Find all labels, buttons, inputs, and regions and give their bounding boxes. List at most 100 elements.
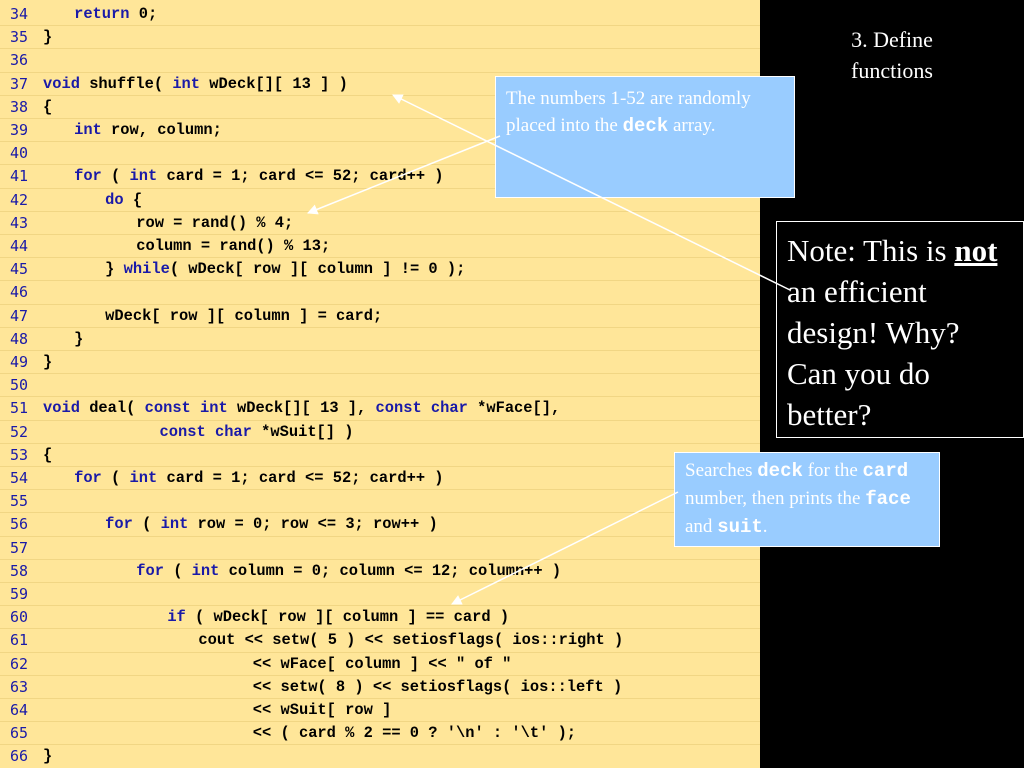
code-text: for ( int row = 0; row <= 3; row++ ) [105,513,438,536]
line-number: 36 [10,51,29,70]
code-token: ( [101,167,130,186]
callout-code-suit: suit [717,516,763,538]
code-keyword: for [74,167,102,186]
line-number: 34 [10,5,29,23]
code-line: 62 << wFace[ column ] << " of " [0,653,760,676]
code-line: 57 [0,537,760,560]
line-number: 63 [10,677,29,696]
code-token: ( [163,561,192,580]
code-token: card = 1; card <= 52; card++ ) [157,469,444,487]
code-token: { [43,445,53,464]
code-keyword: for [74,469,102,487]
code-text: } [43,745,52,768]
code-text: if ( wDeck[ row ][ column ] == card ) [167,606,509,629]
code-text: do { [105,189,142,212]
code-line: 48} [0,328,760,351]
code-text: << wSuit[ row ] [253,699,392,722]
code-token: ( wDeck[ row ][ column ] == card ) [185,608,510,627]
code-line: 46 [0,281,760,305]
code-text: << setw( 8 ) << setiosflags( ios::left ) [253,676,622,699]
section-title: 3. Define functions [790,24,994,86]
code-line: 34 return 0; [0,3,760,27]
code-token: wDeck[ row ][ column ] = card; [105,306,383,325]
code-line: 35} [0,26,760,50]
callout-code-deck: deck [757,460,803,482]
code-token: } [74,329,84,348]
code-token: deal( [79,399,145,418]
callout-code-deck: deck [622,115,669,137]
code-text: for ( int card = 1; card <= 52; card++ ) [74,467,443,490]
code-token: column = 0; column <= 12; column++ ) [219,561,562,580]
line-number: 66 [10,747,29,766]
line-number: 64 [10,701,29,719]
callout-text: and [685,516,718,537]
section-title-line: functions [851,58,933,83]
line-number: 61 [10,631,29,650]
code-keyword: for [136,561,164,580]
code-token: row = rand() % 4; [136,213,294,232]
line-number: 54 [10,469,29,487]
code-token: wDeck[][ 13 ], [227,399,376,418]
code-keyword: do [105,190,124,209]
line-number: 41 [10,167,29,186]
line-number: 60 [10,608,29,627]
code-text: row = rand() % 4; [136,212,293,235]
code-text: for ( int column = 0; column <= 12; colu… [136,560,561,583]
code-line: 45} while( wDeck[ row ][ column ] != 0 )… [0,258,760,282]
line-number: 44 [10,237,29,255]
code-keyword: return [74,5,130,23]
code-token: ( [132,515,161,534]
line-number: 51 [10,399,29,418]
code-token: << ( card % 2 == 0 ? '\n' : '\t' ); [252,724,577,743]
code-line: 50 [0,374,760,398]
callout-text: Searches [685,460,758,481]
code-token: cout << setw( 5 ) << setiosflags( ios::r… [198,631,624,650]
code-keyword: const char [159,422,252,441]
line-number: 38 [10,97,29,116]
callout-text: for the [802,460,863,481]
code-keyword: const char [375,399,468,418]
code-keyword: int [172,74,201,93]
line-number: 37 [10,74,29,93]
code-token: 0; [129,5,158,23]
code-text: wDeck[ row ][ column ] = card; [105,305,382,328]
code-token: *wFace[], [467,399,561,418]
code-text: } [43,351,52,374]
code-text: int row, column; [74,119,222,142]
code-token: } [43,747,53,766]
code-token: shuffle( [79,74,173,93]
code-line: 61 cout << setw( 5 ) << setiosflags( ios:… [0,629,760,653]
code-keyword: for [105,515,133,534]
code-text: column = rand() % 13; [136,235,330,258]
code-line: 53{ [0,444,760,467]
code-text: } [74,328,83,351]
code-keyword: int [129,167,158,186]
code-keyword: if [167,608,186,627]
line-number: 62 [10,654,29,673]
code-keyword: while [123,260,170,279]
code-token: ( wDeck[ row ][ column ] != 0 ); [169,260,466,279]
code-text: } [43,26,52,49]
code-token: } [105,260,124,279]
code-keyword: void [43,399,80,418]
line-number: 42 [10,190,29,209]
code-line: 66} [0,745,760,768]
line-number: 43 [10,213,29,232]
line-number: 56 [10,515,29,534]
code-line: 60 if ( wDeck[ row ][ column ] == card ) [0,606,760,630]
note-text: Note: This is [787,233,955,268]
code-keyword: int [74,121,102,139]
line-number: 45 [10,260,29,279]
code-token: << setw( 8 ) << setiosflags( ios::left ) [252,677,623,696]
code-line: 36 [0,49,760,73]
line-number: 47 [10,306,29,325]
code-token: << wFace[ column ] << " of " [252,654,512,673]
line-number: 35 [10,28,29,47]
code-keyword: void [43,74,80,93]
code-line: 38 { [0,96,760,119]
code-text: } while( wDeck[ row ][ column ] != 0 ); [105,258,465,281]
line-number: 65 [10,724,29,743]
code-token: { [43,97,53,116]
callout-code-face: face [865,488,911,510]
